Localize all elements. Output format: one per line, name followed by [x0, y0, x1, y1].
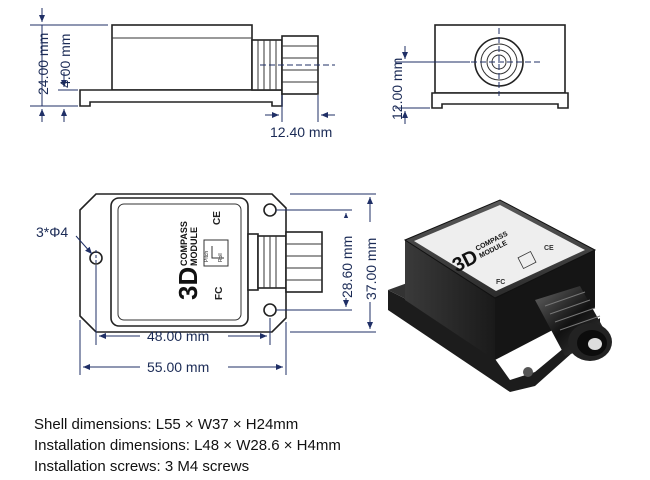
spec-screws: Installation screws: 3 M4 screws [34, 458, 250, 475]
side-body [111, 24, 253, 91]
flange-height-label: 4.00 mm [57, 34, 73, 88]
side-flange [79, 89, 283, 107]
product-fc-mark: FC [496, 279, 505, 286]
end-flange [431, 92, 569, 109]
top-gland-nut [257, 235, 287, 289]
mount-hole-top-right [263, 203, 277, 217]
axis-arrow-icon [211, 246, 224, 259]
side-view: 24.00 mm 4.00 mm 12.40 mm [30, 8, 335, 140]
ce-mark: CE [212, 211, 223, 225]
axis-box [203, 239, 229, 267]
fc-mark: FC [214, 287, 225, 300]
label-line2: MODULE [189, 227, 199, 266]
side-gland-nut [251, 39, 283, 91]
hole-spec-label: 3*Φ4 [36, 224, 68, 240]
mount-hole-bottom-right [263, 303, 277, 317]
label-line1: COMPASS [179, 221, 189, 266]
install-length-label: 48.00 mm [147, 328, 209, 344]
spec-shell: Shell dimensions: L55 × W37 × H24mm [34, 416, 299, 433]
gland-length-label: 12.40 mm [270, 124, 332, 140]
end-view: 12.00 mm [389, 24, 569, 124]
shell-length-label: 55.00 mm [147, 359, 209, 375]
lid-label: 3D COMPASS MODULE [173, 221, 203, 300]
install-height-label: 28.60 mm [339, 236, 355, 298]
product-ce-mark: CE [544, 245, 554, 252]
top-view: 3D COMPASS MODULE Pitch Roll CE FC 3*Φ4 … [36, 193, 379, 375]
end-center-height-label: 12.00 mm [389, 58, 405, 120]
top-gland-base [247, 233, 259, 291]
shell-width-label: 37.00 mm [363, 238, 379, 300]
axis-pitch-text: Pitch [204, 251, 210, 262]
top-gland-cap [285, 231, 323, 293]
product-3d-view: 3D COMPASS MODULE CE FC [388, 199, 612, 392]
spec-installation: Installation dimensions: L48 × W28.6 × H… [34, 437, 341, 454]
side-height-label: 24.00 mm [35, 33, 51, 95]
brand-3d: 3D [173, 267, 203, 300]
